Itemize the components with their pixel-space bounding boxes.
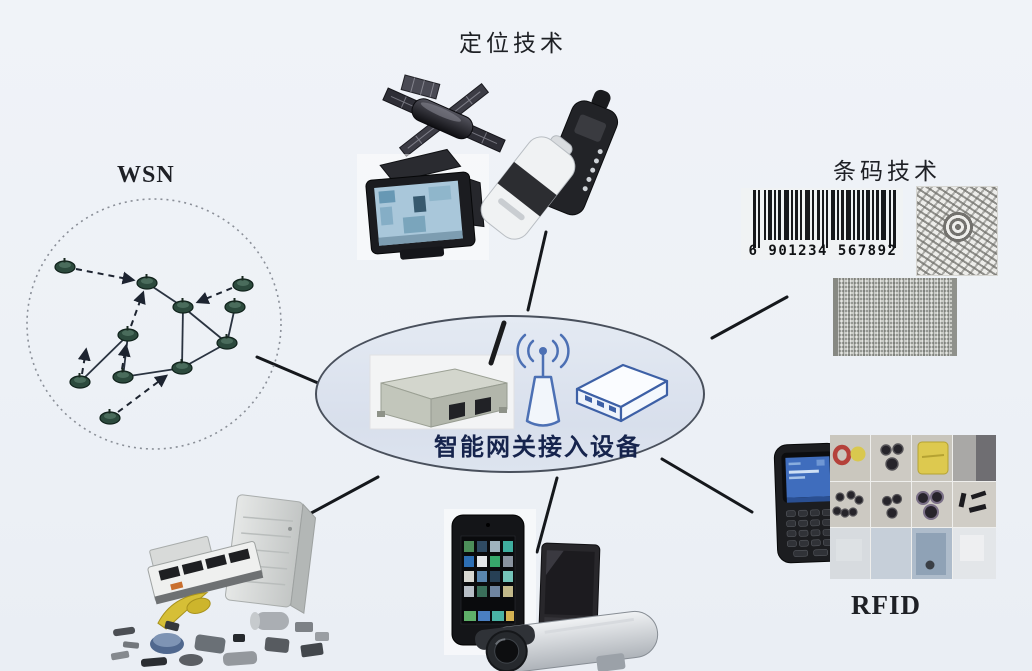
- wsn-boundary-circle: [26, 198, 282, 450]
- gateway-box-icon: [369, 320, 515, 430]
- wsn-network-icon: [26, 198, 282, 450]
- wireless-antenna-icon: [516, 333, 570, 427]
- gateway-ellipse: 智能网关接入设备: [315, 315, 705, 473]
- smartphone-icon: [451, 514, 525, 646]
- wsn-routing-arrows: [75, 268, 233, 413]
- rfid-tag-photo-grid: [830, 435, 996, 579]
- cctv-camera-icon: [475, 610, 659, 671]
- industrial-sensor-kit-icon: [110, 494, 329, 667]
- barcode-digits: 6 901234 567892: [749, 243, 898, 259]
- ean-barcode-icon: 6 901234 567892: [741, 188, 903, 260]
- connector-line-rfid: [660, 457, 754, 514]
- positioning-label: 定位技术: [459, 31, 567, 56]
- gps-tracker-white-icon: [480, 135, 576, 240]
- mobile-terminals-icon: [444, 509, 659, 671]
- rfid-reader-icon: [773, 442, 845, 564]
- yellow-sensor-part: [157, 591, 211, 630]
- connector-line-sensors: [300, 475, 380, 520]
- wsn-nodes: [54, 257, 254, 425]
- scattered-parts: [110, 612, 329, 667]
- sensor-module-icon: [147, 535, 264, 605]
- connector-line-wsn: [255, 355, 320, 385]
- gps-navigator-icon: [357, 148, 489, 260]
- wsn-label: WSN: [117, 162, 175, 188]
- modem-router-icon: [575, 363, 669, 423]
- feature-phone-icon: [538, 542, 601, 634]
- gps-trackers-icon: [480, 89, 619, 240]
- connector-line-positioning: [526, 230, 548, 312]
- rfid-label: RFID: [851, 590, 921, 620]
- barcode-label: 条码技术: [833, 159, 941, 184]
- connector-line-mobile: [535, 476, 559, 554]
- satellite-icon: [382, 74, 506, 158]
- wsn-solid-links: [79, 282, 236, 383]
- maxicode-2d-barcode-icon: [916, 186, 998, 276]
- connector-line-barcode: [710, 295, 789, 340]
- gateway-label: 智能网关接入设备: [434, 434, 642, 461]
- matrix-2d-barcode-icon: [833, 278, 957, 356]
